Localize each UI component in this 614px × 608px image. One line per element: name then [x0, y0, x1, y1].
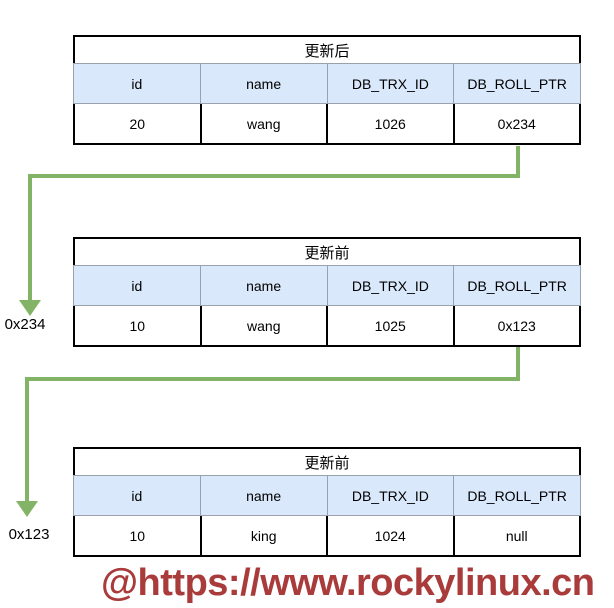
rollptr-address-label-0x234: 0x234 [4, 316, 46, 333]
version-table-after-update: 更新后 id name DB_TRX_ID DB_ROLL_PTR 20 wan… [73, 35, 581, 145]
table-data-row: 10 wang 1025 0x123 [73, 306, 581, 347]
table-title: 更新前 [73, 237, 581, 265]
cell-db-trx-id-value: 1024 [326, 516, 453, 555]
table-data-row: 10 king 1024 null [73, 516, 581, 557]
cell-id-value: 10 [129, 317, 146, 334]
cell-id-value: 10 [129, 527, 146, 544]
table-header-row: id name DB_TRX_ID DB_ROLL_PTR [73, 63, 581, 104]
header-cell-name: name [199, 476, 327, 515]
header-cell-id: id [131, 277, 143, 294]
table-title: 更新前 [73, 447, 581, 475]
header-cell-db-roll-ptr: DB_ROLL_PTR [453, 476, 580, 515]
header-cell-name: name [199, 64, 327, 103]
version-table-before-update-2: 更新前 id name DB_TRX_ID DB_ROLL_PTR 10 kin… [73, 447, 581, 557]
table-header-row: id name DB_TRX_ID DB_ROLL_PTR [73, 265, 581, 306]
header-cell-name: name [199, 266, 327, 305]
cell-db-roll-ptr-value: null [452, 516, 580, 555]
cell-db-roll-ptr-value: 0x234 [452, 104, 580, 143]
header-cell-db-trx-id: DB_TRX_ID [326, 266, 454, 305]
rollptr-address-label-0x123: 0x123 [8, 526, 50, 543]
cell-name-value: wang [199, 306, 327, 345]
header-cell-db-roll-ptr: DB_ROLL_PTR [453, 266, 580, 305]
cell-db-trx-id-value: 1025 [326, 306, 453, 345]
table-title: 更新后 [73, 35, 581, 63]
header-cell-db-roll-ptr: DB_ROLL_PTR [453, 64, 580, 103]
cell-name-value: wang [199, 104, 327, 143]
header-cell-db-trx-id: DB_TRX_ID [326, 476, 454, 515]
version-table-before-update-1: 更新前 id name DB_TRX_ID DB_ROLL_PTR 10 wan… [73, 237, 581, 347]
table-data-row: 20 wang 1026 0x234 [73, 104, 581, 145]
cell-name-value: king [199, 516, 327, 555]
watermark-url: @https://www.rockylinux.cn [101, 562, 595, 604]
header-cell-db-trx-id: DB_TRX_ID [326, 64, 454, 103]
cell-db-trx-id-value: 1026 [326, 104, 453, 143]
header-cell-id: id [131, 487, 143, 504]
header-cell-id: id [131, 75, 143, 92]
cell-id-value: 20 [129, 115, 146, 132]
table-header-row: id name DB_TRX_ID DB_ROLL_PTR [73, 475, 581, 516]
cell-db-roll-ptr-value: 0x123 [452, 306, 580, 345]
